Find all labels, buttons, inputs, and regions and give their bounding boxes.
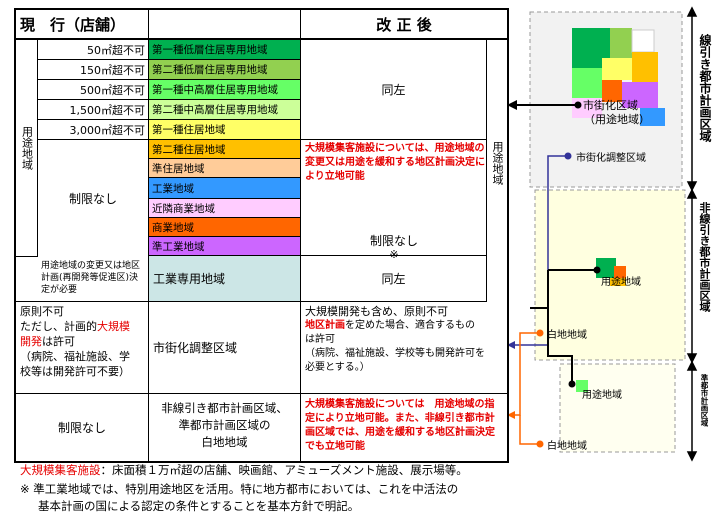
map-label-urbanization-sub: （用途地域）	[584, 113, 650, 126]
zone-5: 第一種住居地域	[149, 120, 301, 140]
header-current: 現 行（店舗）	[16, 10, 149, 40]
size-limit-500: 500㎡超不可	[38, 80, 149, 100]
zone-10: 商業地域	[149, 218, 301, 237]
band-label-semi: 準都市計画区域	[700, 374, 709, 427]
size-limit-3000: 3,000㎡超不可	[38, 120, 149, 140]
revised-use-area-label: 用途地域	[491, 141, 504, 185]
mini-non-line-use-area	[596, 258, 626, 286]
zone-9: 近隣商業地域	[149, 199, 301, 218]
map-label-use-area-2: 用途地域	[582, 390, 622, 401]
control-revised: 大規模開発も含め、原則不可 地区計画を定めた場合、適合するもの は許可 （病院、…	[301, 302, 507, 394]
control-current: 原則不可 ただし、計画的大規模 開発は許可 （病院、福祉施設、学 校等は開発許可…	[16, 302, 149, 394]
semi-planning-area	[559, 363, 676, 453]
map-label-white-2: 白地地域	[547, 441, 587, 452]
industrial-only-note: 用途地域の変更又は地区計画(再開発等促進区)決定が必要	[41, 261, 141, 295]
zone-7: 準住居地域	[149, 159, 301, 178]
zone-2: 第二種低層住居専用地域	[149, 60, 301, 80]
map-label-use-area: 用途地域	[601, 277, 641, 288]
map-label-white: 白地地域	[547, 330, 587, 341]
footer-line-3: 基本計画の国による認定の条件とすることを基本方針で明記。	[38, 499, 360, 513]
size-limit-150: 150㎡超不可	[38, 60, 149, 80]
header-revised: 改 正 後	[301, 10, 507, 40]
control-name: 市街化調整区域	[149, 302, 301, 394]
comparison-table: 現 行（店舗） 改 正 後 用途地域 50㎡超不可 150㎡超不可 500㎡超不…	[14, 8, 509, 463]
revised-mark: ※	[389, 248, 399, 261]
use-area-label: 用途地域	[16, 40, 38, 256]
zone-6: 第二種住居地域	[149, 140, 301, 159]
size-limit-50: 50㎡超不可	[38, 40, 149, 60]
zone-3: 第一種中高層住居専用地域	[149, 80, 301, 100]
band-label-line: 線引き都市計画区域	[698, 34, 712, 142]
zone-4: 第二種中高層住居専用地域	[149, 100, 301, 120]
revised-same-1: 同左	[301, 40, 487, 140]
zone-1: 第一種低層住居専用地域	[149, 40, 301, 60]
industrial-only-zone: 工業専用地域	[149, 256, 301, 302]
revised-use-area-note: 大規模集客施設については、用途地域の変更又は用途を緩和する地区計画決定により立地…	[305, 143, 485, 182]
zone-8: 工業地域	[149, 178, 301, 199]
mini-zone-map	[572, 28, 665, 126]
non-line-name: 非線引き都市計画区域、 準都市計画区域の 白地地域	[149, 394, 301, 461]
non-line-current: 制限なし	[16, 394, 149, 461]
industrial-only-revised: 同左	[301, 256, 487, 302]
footer-line-2: ※ 準工業地域では、特別用途地区を活用。特に地方都市においては、これを中活法の	[20, 482, 459, 496]
map-label-urbanization: 市街化区域	[583, 99, 638, 112]
size-limit-1500: 1,500㎡超不可	[38, 100, 149, 120]
non-line-revised: 大規模集客施設については 用途地域の指定により立地可能。また、非線引き都市計画区…	[305, 399, 495, 452]
band-arrows	[686, 6, 698, 462]
band-label-non-line: 非線引き都市計画区域	[698, 202, 711, 312]
no-limit-current: 制限なし	[38, 140, 149, 256]
footer-line-1: 大規模集客施設：床面積１万㎡超の店舗、映画館、アミューズメント施設、展示場等。	[20, 463, 468, 477]
zone-11: 準工業地域	[149, 237, 301, 256]
mini-semi-use-area	[576, 380, 588, 392]
map-label-control: 市街化調整区域	[576, 153, 646, 164]
revised-no-limit: 制限なし	[369, 234, 418, 248]
